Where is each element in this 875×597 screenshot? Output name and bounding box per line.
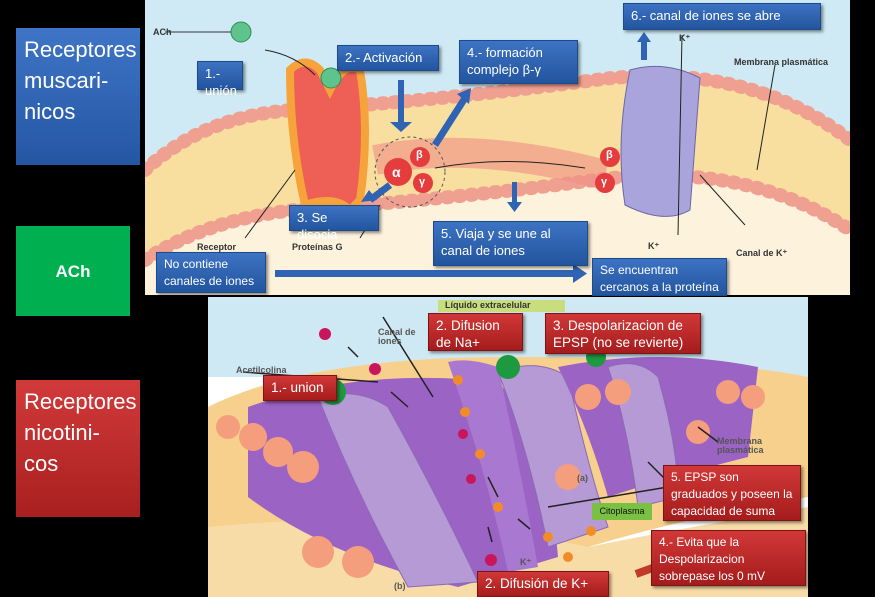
ach-label: ACh	[55, 261, 91, 281]
nic-step2-na-diffusion: 2. Difusion de Na+	[428, 313, 523, 351]
fig-label-k-bottom: K⁺	[648, 241, 660, 251]
fig-label-extracellular: Líquido extracelular	[445, 300, 531, 310]
step2-activation: 2.- Activación	[337, 45, 439, 71]
step4-complex: 4.- formación complejo β-γ	[459, 40, 578, 84]
ach-molecule	[230, 21, 252, 43]
bound-ach	[320, 67, 342, 89]
alpha-label: α	[392, 164, 401, 180]
gamma-subunit	[413, 173, 433, 193]
gamma2-label: γ	[601, 176, 608, 188]
nic-step5-epsp: 5. EPSP son graduados y poseen la capaci…	[663, 465, 801, 521]
alpha-subunit	[384, 158, 412, 186]
muscarinic-title: Receptores muscari-nicos	[24, 37, 137, 124]
gamma-label: γ	[419, 176, 426, 188]
note-no-channels: No contiene canales de iones	[156, 252, 266, 293]
receptor-shape	[285, 58, 369, 216]
nic-step3-depolarization: 3. Despolarizacion de EPSP (no se revier…	[545, 313, 701, 354]
step5-travels: 5. Viaja y se une al canal de iones	[433, 221, 588, 266]
nicotinic-title: Receptores nicotini-cos	[24, 389, 137, 476]
step3-dissociates: 3. Se disocia	[289, 205, 379, 242]
nicotinic-title-box: Receptores nicotini-cos	[16, 380, 140, 517]
fig-label-k-top: K⁺	[679, 33, 691, 43]
muscarinic-title-box: Receptores muscari-nicos	[16, 28, 140, 165]
k-channel-shape	[620, 65, 701, 217]
fig-label-receptor: Receptor	[197, 242, 237, 252]
fig-label-panel-a: (a)	[577, 473, 588, 483]
cytoplasm-label: Citoplasma	[592, 503, 652, 520]
step1-union: 1.- unión	[197, 61, 243, 98]
beta-subunit	[410, 147, 430, 167]
fig-label-k: K⁺	[520, 557, 532, 567]
nic-step2-k-diffusion: 2. Difusión de K+	[477, 571, 609, 597]
nic-step4-prevents: 4.- Evita que la Despolarizacion sobrepa…	[651, 530, 806, 586]
fig-label-g-proteins: Proteínas G	[292, 242, 343, 252]
beta2-label: β	[606, 149, 613, 161]
fig-label-membrane-2: Membrana plasmática	[717, 436, 764, 455]
ach-box: ACh	[16, 226, 130, 316]
fig-label-ach: ACh	[153, 27, 172, 37]
fig-label-k-channel: Canal de K⁺	[736, 248, 788, 258]
fig-label-acetylcholine: Acetilcolina	[236, 365, 287, 375]
note-near-protein: Se encuentran cercanos a la proteína	[592, 258, 727, 296]
step6-channel-opens: 6.- canal de iones se abre	[623, 3, 821, 30]
beta-label: β	[416, 149, 423, 161]
fig-label-membrane: Membrana plasmática	[734, 57, 829, 67]
fig-label-ion-channel: Canal de iones	[378, 327, 416, 346]
nic-step1-union: 1.- union	[263, 375, 337, 401]
fig-label-panel-b: (b)	[394, 581, 406, 591]
